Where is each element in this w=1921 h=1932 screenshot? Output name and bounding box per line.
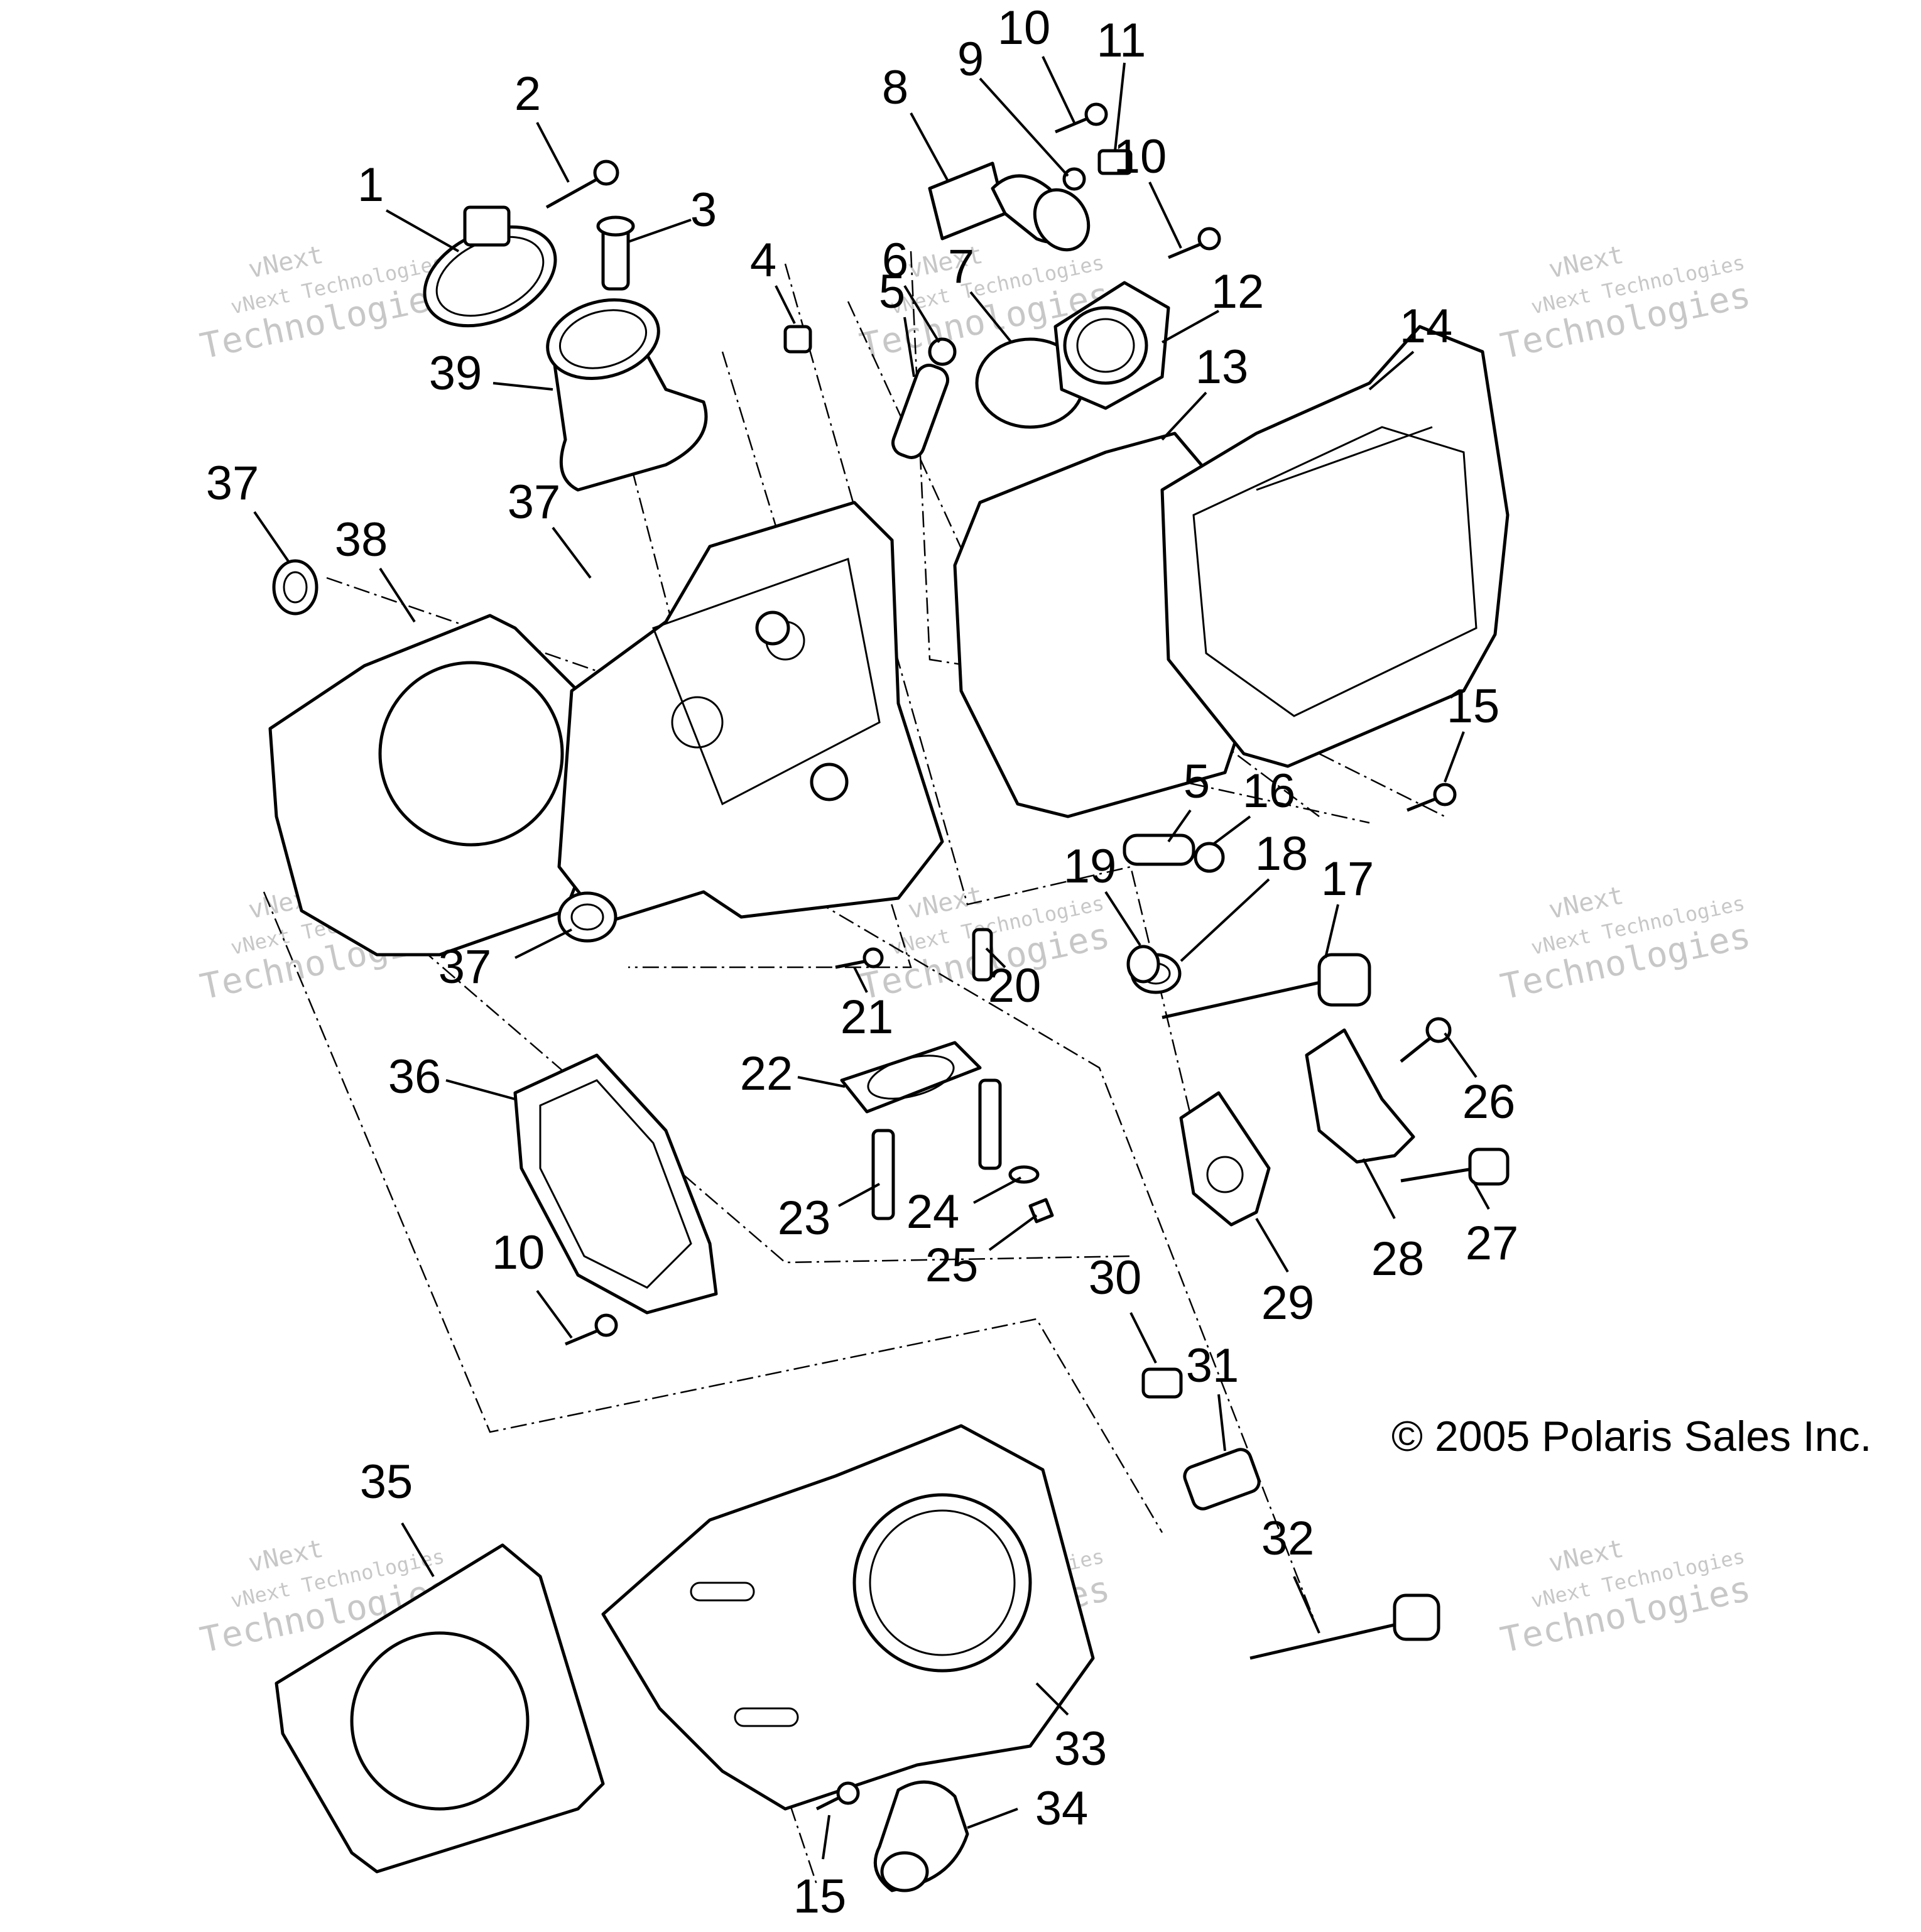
dowel-30-part <box>1141 1367 1183 1399</box>
valve-cover-36-part <box>513 1053 718 1315</box>
callout-label: 27 <box>1466 1217 1519 1270</box>
callout-label: 6 <box>882 234 908 287</box>
callout-label: 24 <box>906 1185 960 1239</box>
dowel-4-part <box>783 325 812 354</box>
callout-label: 3 <box>690 183 717 237</box>
callout-label: 33 <box>1054 1722 1107 1776</box>
tensioner-bracket-28-part <box>1305 1028 1415 1164</box>
callout-label: 13 <box>1195 340 1249 394</box>
bolt-26-part <box>1400 1017 1452 1063</box>
seal-6-part <box>928 337 957 366</box>
callout-labels: 1 2 3 4 5 6 7 8 9 10 11 10 12 13 14 37 3… <box>206 1 1519 1923</box>
parts <box>268 102 1510 1892</box>
washer-19-part <box>1126 945 1160 984</box>
callout-label: 5 <box>1184 755 1210 808</box>
callout-label: 5 <box>879 265 905 318</box>
callout-label: 14 <box>1400 300 1453 353</box>
callout-label: 22 <box>740 1047 793 1100</box>
fitting-31-part <box>1183 1448 1261 1511</box>
callout-label: 30 <box>1089 1251 1142 1305</box>
callout-label: 10 <box>1114 130 1167 183</box>
oil-seal-37b-part <box>557 891 618 943</box>
bolt-21-part <box>835 947 884 969</box>
bolt-3-part <box>596 215 635 291</box>
callout-label: 9 <box>957 33 984 86</box>
callout-label: 20 <box>988 959 1042 1012</box>
valve-cover-14-part <box>1160 325 1510 768</box>
callout-label: 4 <box>750 234 776 287</box>
callout-label: 7 <box>948 240 974 293</box>
screw-15-part <box>1407 783 1457 812</box>
callout-label: 21 <box>841 990 894 1044</box>
callout-label: 38 <box>335 513 388 567</box>
callout-label: 10 <box>998 1 1051 55</box>
watermark: vNext vNext Technologies Technologies <box>197 241 454 367</box>
watermark: vNext vNext Technologies Technologies <box>1497 1534 1754 1661</box>
oil-seal-37-part <box>272 559 318 616</box>
thermostat-housing-12-part <box>1053 281 1170 410</box>
callout-label: 1 <box>357 158 384 212</box>
clamp-part <box>423 205 557 328</box>
callout-label: 39 <box>429 347 482 400</box>
watermark: vNext vNext Technologies Technologies <box>1497 881 1754 1008</box>
screw-10c-part <box>565 1313 618 1346</box>
screw-15b-part <box>815 1781 860 1811</box>
callout-label: 36 <box>388 1050 442 1104</box>
callout-label: 12 <box>1211 265 1265 318</box>
callout-label: 29 <box>1261 1276 1315 1330</box>
intake-boot-part <box>546 298 708 492</box>
callout-label: 16 <box>1243 764 1296 818</box>
stud-23-part <box>871 1078 1002 1220</box>
bolt-32-part <box>1249 1593 1440 1660</box>
callout-label: 37 <box>508 475 561 529</box>
cylinder-gasket-38-part <box>268 614 592 957</box>
callout-label: 10 <box>492 1226 545 1279</box>
callout-label: 28 <box>1371 1232 1425 1286</box>
callout-label: 26 <box>1462 1075 1516 1129</box>
callout-label: 17 <box>1321 852 1374 906</box>
screw-10-part <box>1055 102 1108 134</box>
exhaust-gasket-22-part <box>840 1041 982 1114</box>
callout-label: 25 <box>925 1239 979 1292</box>
callout-label: 37 <box>206 457 259 510</box>
callout-label: 19 <box>1064 840 1117 893</box>
callout-label: 15 <box>793 1870 847 1923</box>
bolt-2-part <box>545 160 619 209</box>
callout-label: 18 <box>1255 827 1309 881</box>
valve-guide-5b-part <box>1123 833 1195 866</box>
callout-label: 2 <box>514 67 541 121</box>
callout-label: 8 <box>882 61 908 114</box>
tensioner-29-part <box>1179 1091 1271 1227</box>
valve-guide-5-part <box>891 364 950 459</box>
copyright-notice: © 2005 Polaris Sales Inc. <box>1391 1413 1872 1460</box>
cylinder-head-part <box>557 501 944 925</box>
callout-label: 37 <box>438 940 492 994</box>
callout-label: 31 <box>1186 1339 1239 1392</box>
bolt-17-part <box>1162 953 1371 1019</box>
screw-10b-part <box>1168 227 1221 259</box>
callout-label: 15 <box>1447 680 1500 733</box>
seal-16-part <box>1194 842 1225 873</box>
callout-label: 23 <box>778 1191 831 1245</box>
base-gasket-35-part <box>275 1543 605 1874</box>
callout-label: 35 <box>360 1455 413 1509</box>
cylinder-33-part <box>601 1424 1095 1811</box>
elbow-fitting-34-part <box>873 1780 969 1892</box>
callout-label: 34 <box>1035 1782 1089 1835</box>
watermark: vNext vNext Technologies Technologies <box>1497 241 1754 367</box>
leader-lines <box>253 56 1490 1860</box>
washer-9-part <box>1062 167 1086 191</box>
callout-label: 32 <box>1261 1512 1315 1565</box>
bolt-27-part <box>1400 1148 1510 1186</box>
callout-label: 11 <box>1097 14 1146 67</box>
